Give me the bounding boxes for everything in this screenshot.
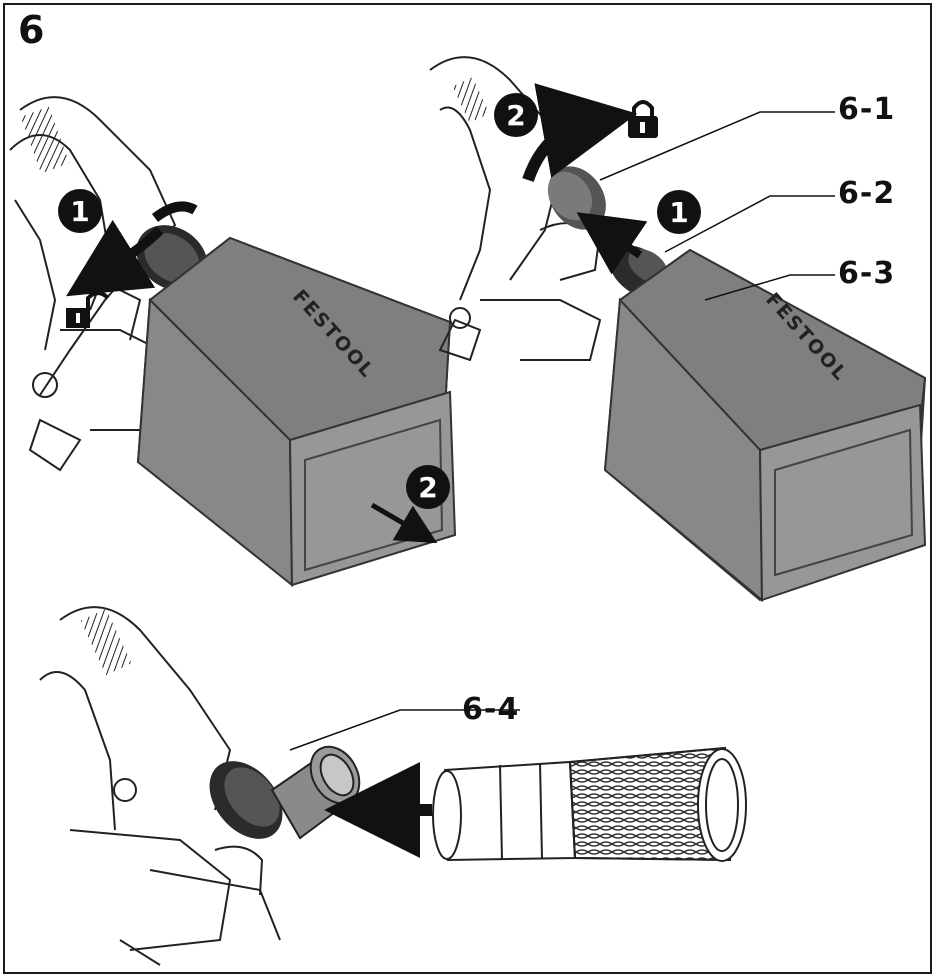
leader-6-2	[664, 195, 835, 253]
suction-hose	[432, 746, 747, 862]
callout-6-3: 6-3	[838, 256, 896, 291]
dust-port-collar-bottom	[209, 761, 283, 839]
suction-adapter	[270, 745, 361, 840]
step-2-right: 2	[494, 93, 538, 137]
rotate-arrow-left-tail	[151, 201, 198, 223]
pull-out-arrow	[370, 502, 438, 544]
figure-frame	[3, 3, 932, 974]
jigsaw-bottom	[39, 606, 281, 966]
callout-6-1: 6-1	[838, 92, 896, 127]
dust-bag-box-right	[603, 248, 927, 603]
rotate-arrow-left	[66, 219, 164, 297]
callout-6-2: 6-2	[838, 176, 896, 211]
step-2-left: 2	[406, 465, 450, 509]
dust-bag-box-left	[136, 236, 457, 588]
lock-closed-icon	[628, 100, 658, 138]
leader-6-1	[599, 111, 835, 181]
step-1-right: 1	[657, 190, 701, 234]
leader-6-3	[704, 274, 835, 301]
attach-arrow-right	[576, 212, 648, 275]
rotate-arrow-right	[522, 83, 638, 183]
lock-open-icon	[66, 291, 110, 328]
leader-6-4	[289, 709, 520, 751]
figure-number: 6	[18, 8, 45, 52]
callout-6-4: 6-4	[462, 692, 520, 727]
step-1-left: 1	[58, 189, 102, 233]
